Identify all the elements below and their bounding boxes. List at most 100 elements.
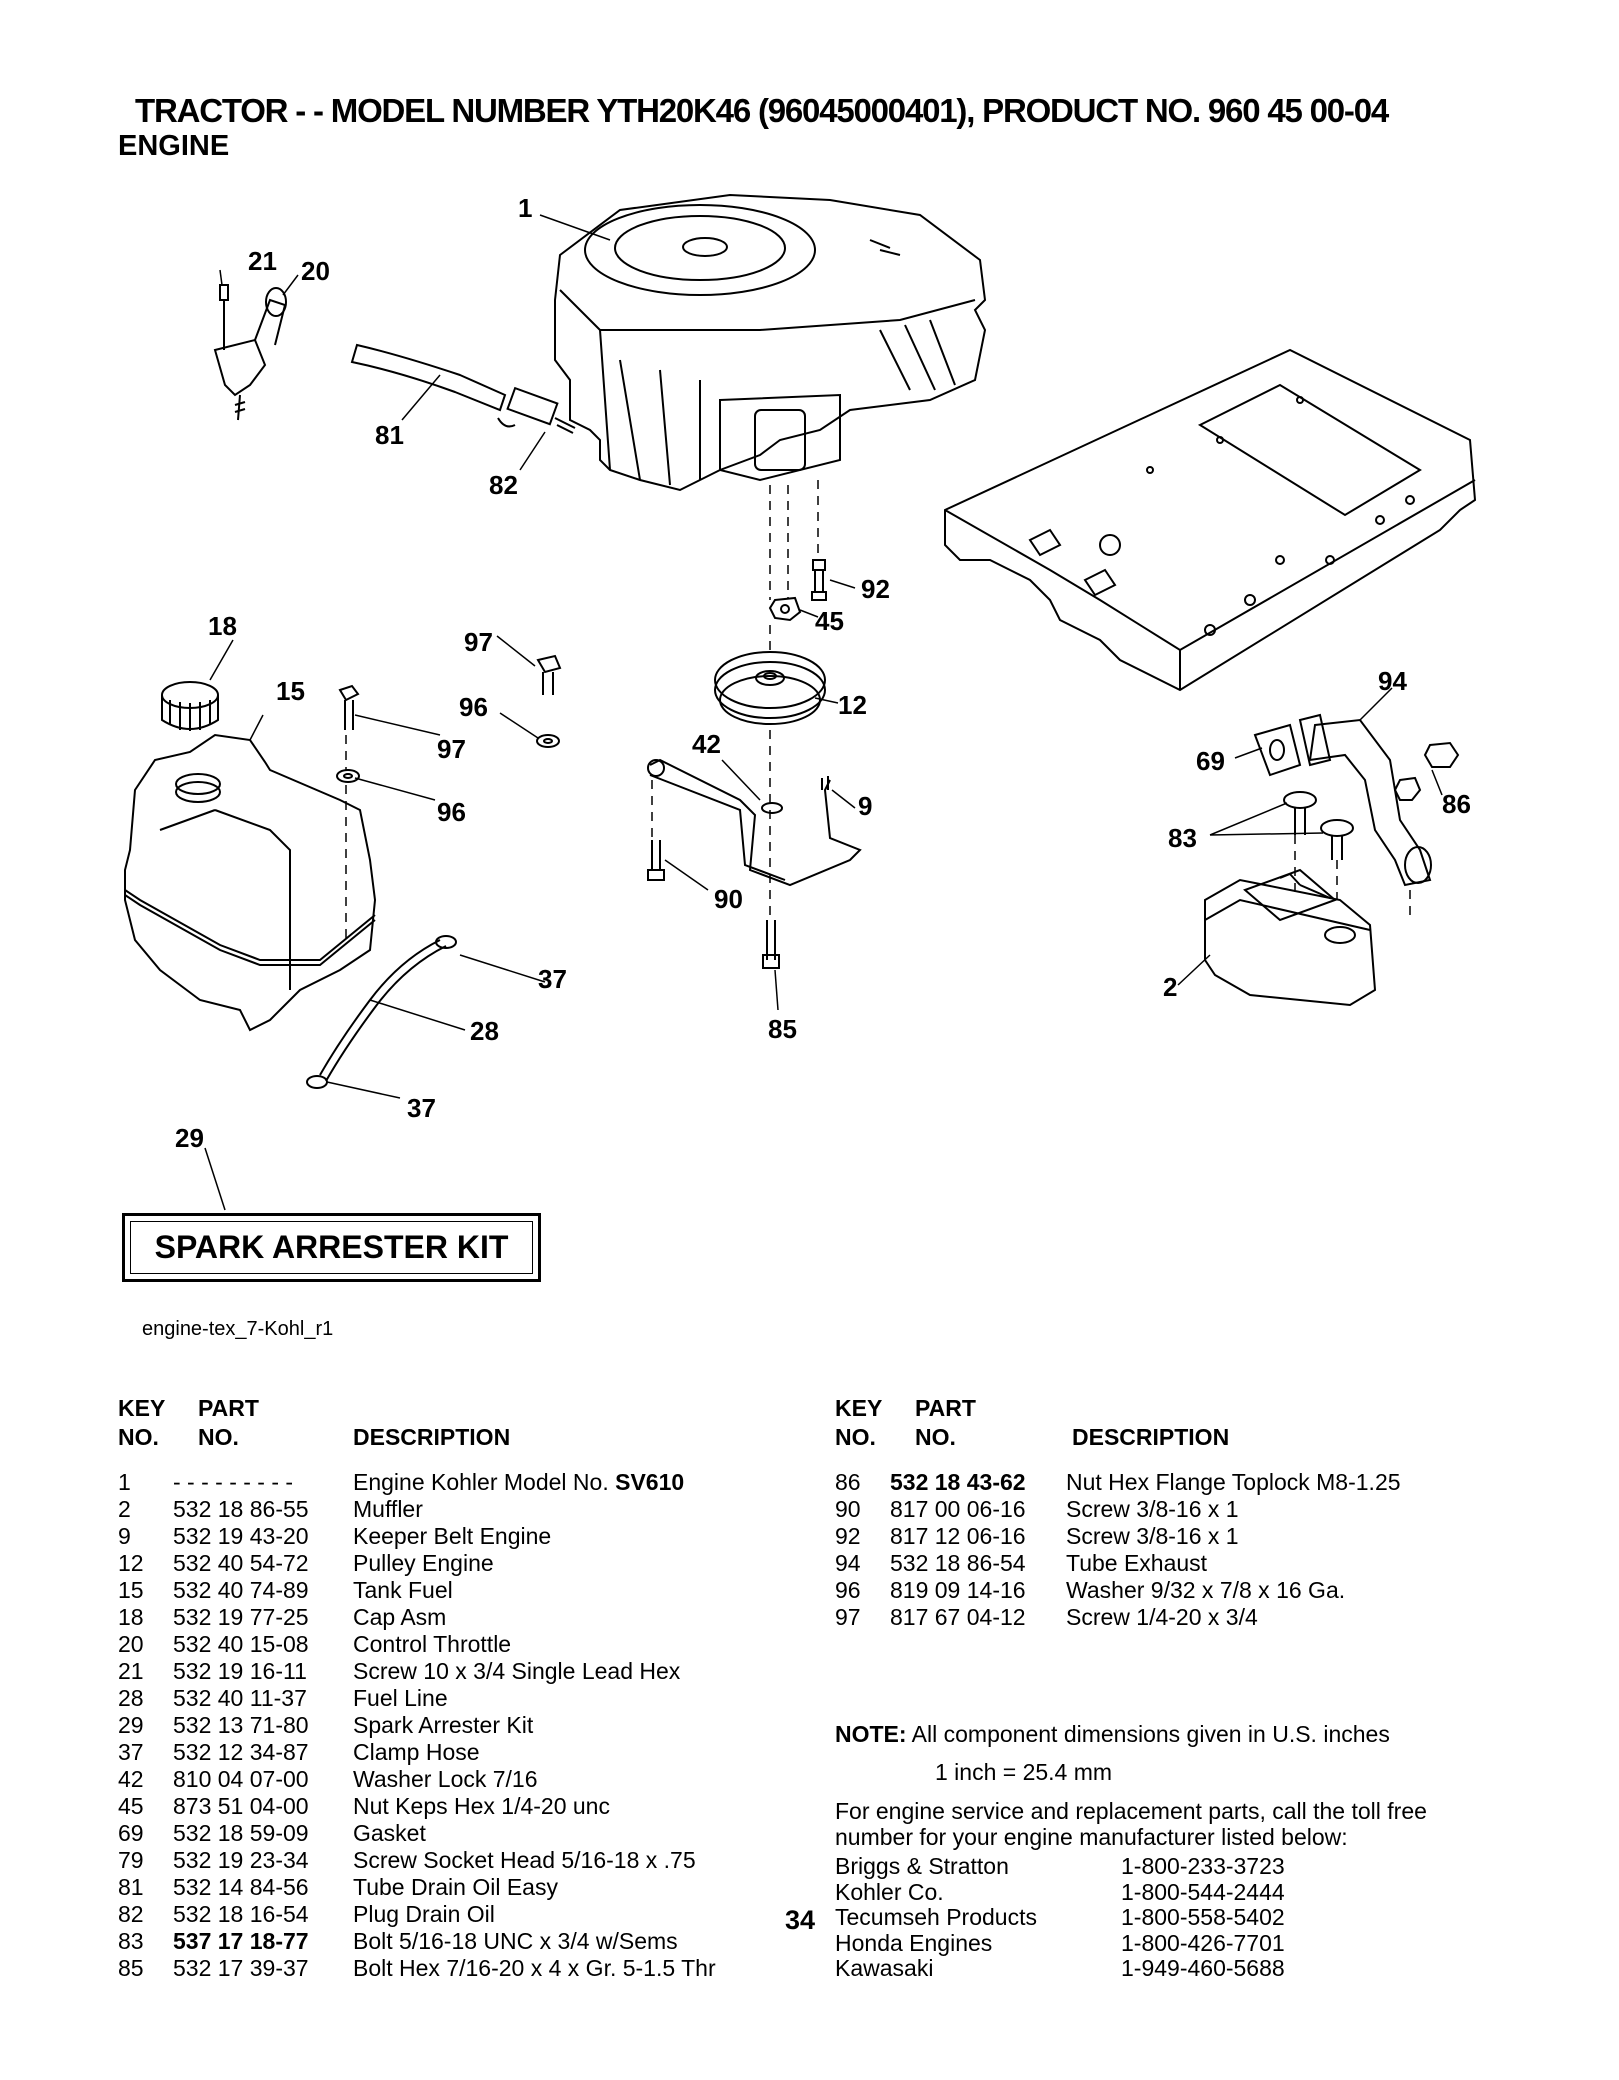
bolt-83-drawing xyxy=(1283,791,1354,860)
belt-keeper-drawing xyxy=(647,758,862,887)
callout-2: 2 xyxy=(1163,972,1178,1002)
nut-86-drawing xyxy=(1393,741,1460,801)
part-no: 532 19 77-25 xyxy=(173,1604,309,1630)
description: Control Throttle xyxy=(353,1631,512,1657)
key-no: 85 xyxy=(118,1955,144,1981)
key-no: 18 xyxy=(118,1604,144,1630)
frame-plate-drawing xyxy=(944,348,1477,692)
part-no: 532 19 16-11 xyxy=(173,1658,307,1684)
part-no: 532 18 16-54 xyxy=(173,1901,309,1927)
list-item: Kohler Co. 1-800-544-2444 xyxy=(835,1878,1285,1906)
part-no: 532 40 15-08 xyxy=(173,1631,309,1657)
description: Screw 1/4-20 x 3/4 xyxy=(1066,1604,1258,1630)
callout-97-tank: 97 xyxy=(437,734,466,764)
part-no: 532 18 59-09 xyxy=(173,1820,309,1846)
description: Muffler xyxy=(353,1496,423,1522)
callout-83: 83 xyxy=(1168,823,1197,853)
right-description-header: DESCRIPTION xyxy=(1072,1424,1230,1450)
callout-96-middle: 96 xyxy=(459,692,488,722)
engine-exploded-diagram xyxy=(124,193,1477,1211)
dimensions-note: NOTE: All component dimensions given in … xyxy=(835,1721,1485,1748)
spark-arrester-kit-box: SPARK ARRESTER KIT xyxy=(122,1213,541,1282)
page-number: 34 xyxy=(785,1905,816,1935)
callout-90: 90 xyxy=(714,884,743,914)
description: Fuel Line xyxy=(353,1685,448,1711)
throttle-control-drawing xyxy=(213,284,287,421)
callout-85: 85 xyxy=(768,1014,797,1044)
part-no: 532 19 43-20 xyxy=(173,1523,309,1549)
description: Screw 3/8-16 x 1 xyxy=(1066,1496,1239,1522)
left-description-header: DESCRIPTION xyxy=(353,1424,511,1450)
key-no: 1 xyxy=(118,1469,131,1495)
callout-15: 15 xyxy=(276,676,305,706)
note-label: NOTE: xyxy=(835,1721,907,1747)
callout-86: 86 xyxy=(1442,789,1471,819)
description: Plug Drain Oil xyxy=(353,1901,495,1927)
section-title: ENGINE xyxy=(118,130,230,162)
fuel-tank-drawing xyxy=(124,733,377,1032)
callout-45: 45 xyxy=(815,606,844,636)
description: Screw 10 x 3/4 Single Lead Hex xyxy=(353,1658,681,1684)
description: Washer Lock 7/16 xyxy=(353,1766,538,1792)
callout-97-middle: 97 xyxy=(464,627,493,657)
description: Cap Asm xyxy=(353,1604,447,1630)
manufacturer-name: Briggs & Stratton xyxy=(835,1853,1009,1879)
part-no: 817 00 06-16 xyxy=(890,1496,1026,1522)
description: Tube Exhaust xyxy=(1066,1550,1208,1576)
part-no: 810 04 07-00 xyxy=(173,1766,309,1792)
callout-1: 1 xyxy=(518,193,533,223)
unit-conversion: 1 inch = 25.4 mm xyxy=(935,1759,1113,1785)
bolt-92-drawing xyxy=(811,559,827,601)
fuel-line-drawing xyxy=(306,935,457,1089)
callout-96-tank: 96 xyxy=(437,797,466,827)
description: Nut Keps Hex 1/4-20 unc xyxy=(353,1793,610,1819)
screw-97-drawing xyxy=(536,654,562,695)
key-no: 28 xyxy=(118,1685,144,1711)
part-no: 532 40 54-72 xyxy=(173,1550,309,1576)
part-no: 532 40 74-89 xyxy=(173,1577,309,1603)
callout-20: 20 xyxy=(301,256,330,286)
description: Clamp Hose xyxy=(353,1739,480,1765)
callout-37-upper: 37 xyxy=(538,964,567,994)
part-no: 532 18 43-62 xyxy=(890,1469,1026,1495)
key-no: 83 xyxy=(118,1928,144,1954)
bolt-90-drawing xyxy=(647,840,665,881)
callout-29: 29 xyxy=(175,1123,204,1153)
part-no: 532 18 86-55 xyxy=(173,1496,309,1522)
description: Keeper Belt Engine xyxy=(353,1523,552,1549)
callout-37-lower: 37 xyxy=(407,1093,436,1123)
key-no: 45 xyxy=(118,1793,144,1819)
part-no: 817 67 04-12 xyxy=(890,1604,1026,1630)
tank-screw-97-drawing xyxy=(338,684,360,730)
key-no: 97 xyxy=(835,1604,861,1630)
description: Tube Drain Oil Easy xyxy=(353,1874,558,1900)
key-no: 21 xyxy=(118,1658,144,1684)
callout-94: 94 xyxy=(1378,666,1407,696)
exhaust-tube-drawing xyxy=(1298,713,1432,887)
manufacturer-name: Kohler Co. xyxy=(835,1878,944,1905)
key-no: 9 xyxy=(118,1523,131,1549)
manufacturer-phone: 1-800-558-5402 xyxy=(1121,1904,1285,1930)
manufacturer-phone: 1-800-544-2444 xyxy=(1121,1878,1285,1905)
callout-92: 92 xyxy=(861,574,890,604)
table-row: 9 532 19 43-20 Keeper Belt Engine xyxy=(118,1523,716,1550)
part-no: 532 40 11-37 xyxy=(173,1685,307,1711)
drain-tube-drawing xyxy=(350,343,576,434)
key-no: 42 xyxy=(118,1766,144,1792)
key-no: 29 xyxy=(118,1712,144,1738)
note-text: All component dimensions given in U.S. i… xyxy=(906,1721,1390,1747)
